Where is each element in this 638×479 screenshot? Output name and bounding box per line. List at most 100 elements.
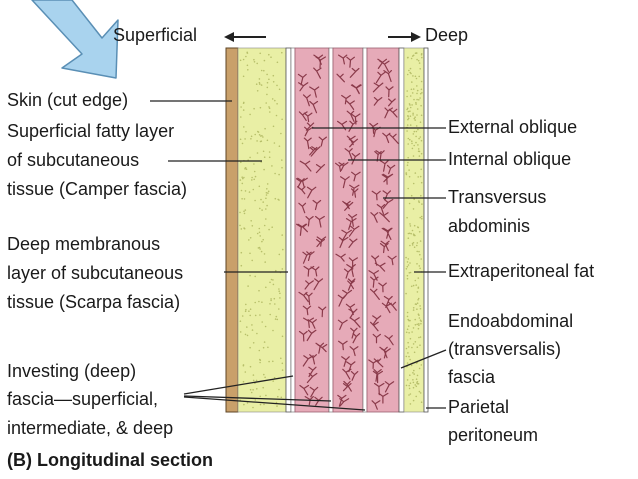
fat-dot <box>261 321 264 323</box>
muscle-fiber <box>372 370 383 384</box>
fat-dot <box>252 188 255 191</box>
fat-dot <box>411 331 413 333</box>
muscle-fiber <box>349 346 359 357</box>
fat-dot <box>406 130 408 132</box>
fat-dot <box>419 97 421 99</box>
muscle-fiber <box>337 394 347 407</box>
muscle-fiber <box>346 56 355 68</box>
fat-dot <box>258 81 261 84</box>
fat-dot <box>258 134 261 136</box>
muscle-fiber <box>299 160 312 172</box>
fat-dot <box>281 159 283 161</box>
fat-dot <box>419 267 421 270</box>
camper-label-line-2: of subcutaneous <box>7 150 140 170</box>
fat-dot <box>269 303 271 305</box>
fat-dot <box>260 250 263 253</box>
muscle-fiber <box>343 268 352 279</box>
muscle-fiber <box>346 100 355 110</box>
endoabdominal-label-line-2: (transversalis) <box>448 339 562 359</box>
fat-dot <box>415 385 418 388</box>
scarpa-label-line-3: tissue (Scarpa fascia) <box>7 292 181 312</box>
fat-dot <box>252 342 255 344</box>
muscle-fiber <box>309 100 319 114</box>
fat-dot <box>415 125 418 127</box>
fat-dot <box>408 69 410 72</box>
fat-dot <box>250 135 253 138</box>
fat-dot <box>420 88 423 91</box>
fat-stipple <box>239 51 423 409</box>
fat-dot <box>267 190 270 193</box>
fat-dot <box>409 244 411 247</box>
fat-dot <box>271 165 273 167</box>
fat-dot <box>258 349 261 352</box>
muscle-fiber <box>298 111 308 121</box>
fat-dot <box>249 365 252 368</box>
fat-dot <box>408 232 411 235</box>
fat-dot <box>265 286 267 289</box>
fat-dot <box>252 406 254 409</box>
fat-dot <box>254 175 257 178</box>
fat-dot <box>268 360 270 363</box>
fat-dot <box>245 303 247 306</box>
fat-dot <box>276 103 278 105</box>
parietal-label-line-2: peritoneum <box>448 425 539 445</box>
scarpa-label-line-1: Deep membranous <box>7 234 161 254</box>
fat-dot <box>408 175 411 178</box>
fat-dot <box>250 138 252 140</box>
muscle-fiber <box>296 223 307 236</box>
deep-label: Deep <box>425 25 469 45</box>
muscle-fiber <box>351 188 359 198</box>
fat-dot <box>275 401 278 404</box>
fat-dot <box>265 192 268 194</box>
muscle-fiber <box>383 70 392 82</box>
fat-dot <box>239 59 242 62</box>
fat-dot <box>407 346 410 348</box>
fat-dot <box>407 325 410 327</box>
fat-dot <box>415 77 418 80</box>
fat-dot <box>263 403 265 406</box>
muscle-fiber <box>306 186 317 199</box>
fat-dot <box>417 383 420 385</box>
fat-dot <box>242 109 245 111</box>
fat-dot <box>269 111 271 113</box>
fat-dot <box>412 381 415 384</box>
muscle-fiber <box>382 132 391 144</box>
fat-dot <box>253 170 256 173</box>
fat-dot <box>239 138 242 141</box>
fat-dot <box>421 56 423 59</box>
muscle-fiber <box>379 160 389 172</box>
muscle-fiber <box>371 190 381 201</box>
fat-dot <box>249 346 251 349</box>
fat-dot <box>276 318 279 321</box>
fat-dot <box>244 167 247 169</box>
fat-dot <box>407 352 409 354</box>
muscle-fiber <box>335 253 346 262</box>
investing-fascia-intermediate-1 <box>328 47 334 413</box>
fat-dot <box>277 198 280 201</box>
fat-dot <box>240 189 243 192</box>
fat-dot <box>409 110 411 112</box>
fat-dot <box>266 204 268 207</box>
fat-dot <box>414 119 417 121</box>
fat-dot <box>420 114 423 117</box>
fat-dot <box>259 361 261 364</box>
fat-dot <box>407 161 409 164</box>
fat-dot <box>250 391 253 394</box>
muscle-fiber <box>370 212 379 223</box>
muscle-fiber <box>315 56 326 69</box>
muscle-fiber <box>303 317 314 328</box>
fat-dot <box>246 64 249 67</box>
fat-dot <box>242 177 244 180</box>
fat-dot <box>412 133 415 135</box>
fat-dot <box>258 246 261 249</box>
muscle-fiber <box>369 288 380 300</box>
fat-dot <box>258 227 261 230</box>
fat-dot <box>418 155 421 157</box>
fat-dot <box>414 341 417 343</box>
fat-dot <box>281 51 283 54</box>
fat-dot <box>272 283 275 286</box>
muscle-fiber <box>336 73 345 83</box>
fat-dot <box>262 150 265 153</box>
muscle-fiber <box>348 257 358 270</box>
fat-dot <box>415 362 418 364</box>
